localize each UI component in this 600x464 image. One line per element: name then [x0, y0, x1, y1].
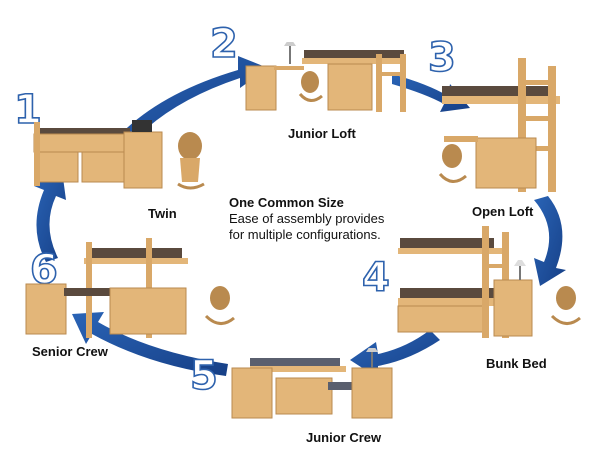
label-senior-crew: Senior Crew [32, 344, 108, 359]
label-open-loft: Open Loft [472, 204, 534, 219]
config-number-2: 2 [209, 21, 238, 67]
config-number-3: 3 [427, 35, 456, 81]
arrow-5-to-6 [72, 312, 228, 376]
label-junior-crew: Junior Crew [306, 430, 382, 445]
center-title: One Common Size [229, 195, 344, 210]
junior-crew-illustration [231, 348, 393, 419]
arrow-1-to-2 [108, 56, 268, 152]
open-loft-illustration [438, 58, 560, 192]
center-caption: One Common Size Ease of assembly provide… [229, 195, 384, 243]
center-line-2: for multiple configurations. [229, 227, 381, 242]
senior-crew-illustration [25, 238, 235, 338]
config-number-5: 5 [189, 353, 218, 399]
arrow-3-to-4 [534, 196, 566, 286]
bunk-bed-illustration [397, 226, 581, 338]
arrow-6-to-1 [34, 170, 66, 262]
center-line-1: Ease of assembly provides [229, 211, 385, 226]
twin-bed-illustration [33, 120, 205, 190]
label-junior-loft: Junior Loft [288, 126, 356, 141]
junior-loft-illustration [245, 42, 406, 112]
config-number-4: 4 [361, 255, 390, 301]
label-bunk-bed: Bunk Bed [486, 356, 547, 371]
label-twin: Twin [148, 206, 177, 221]
